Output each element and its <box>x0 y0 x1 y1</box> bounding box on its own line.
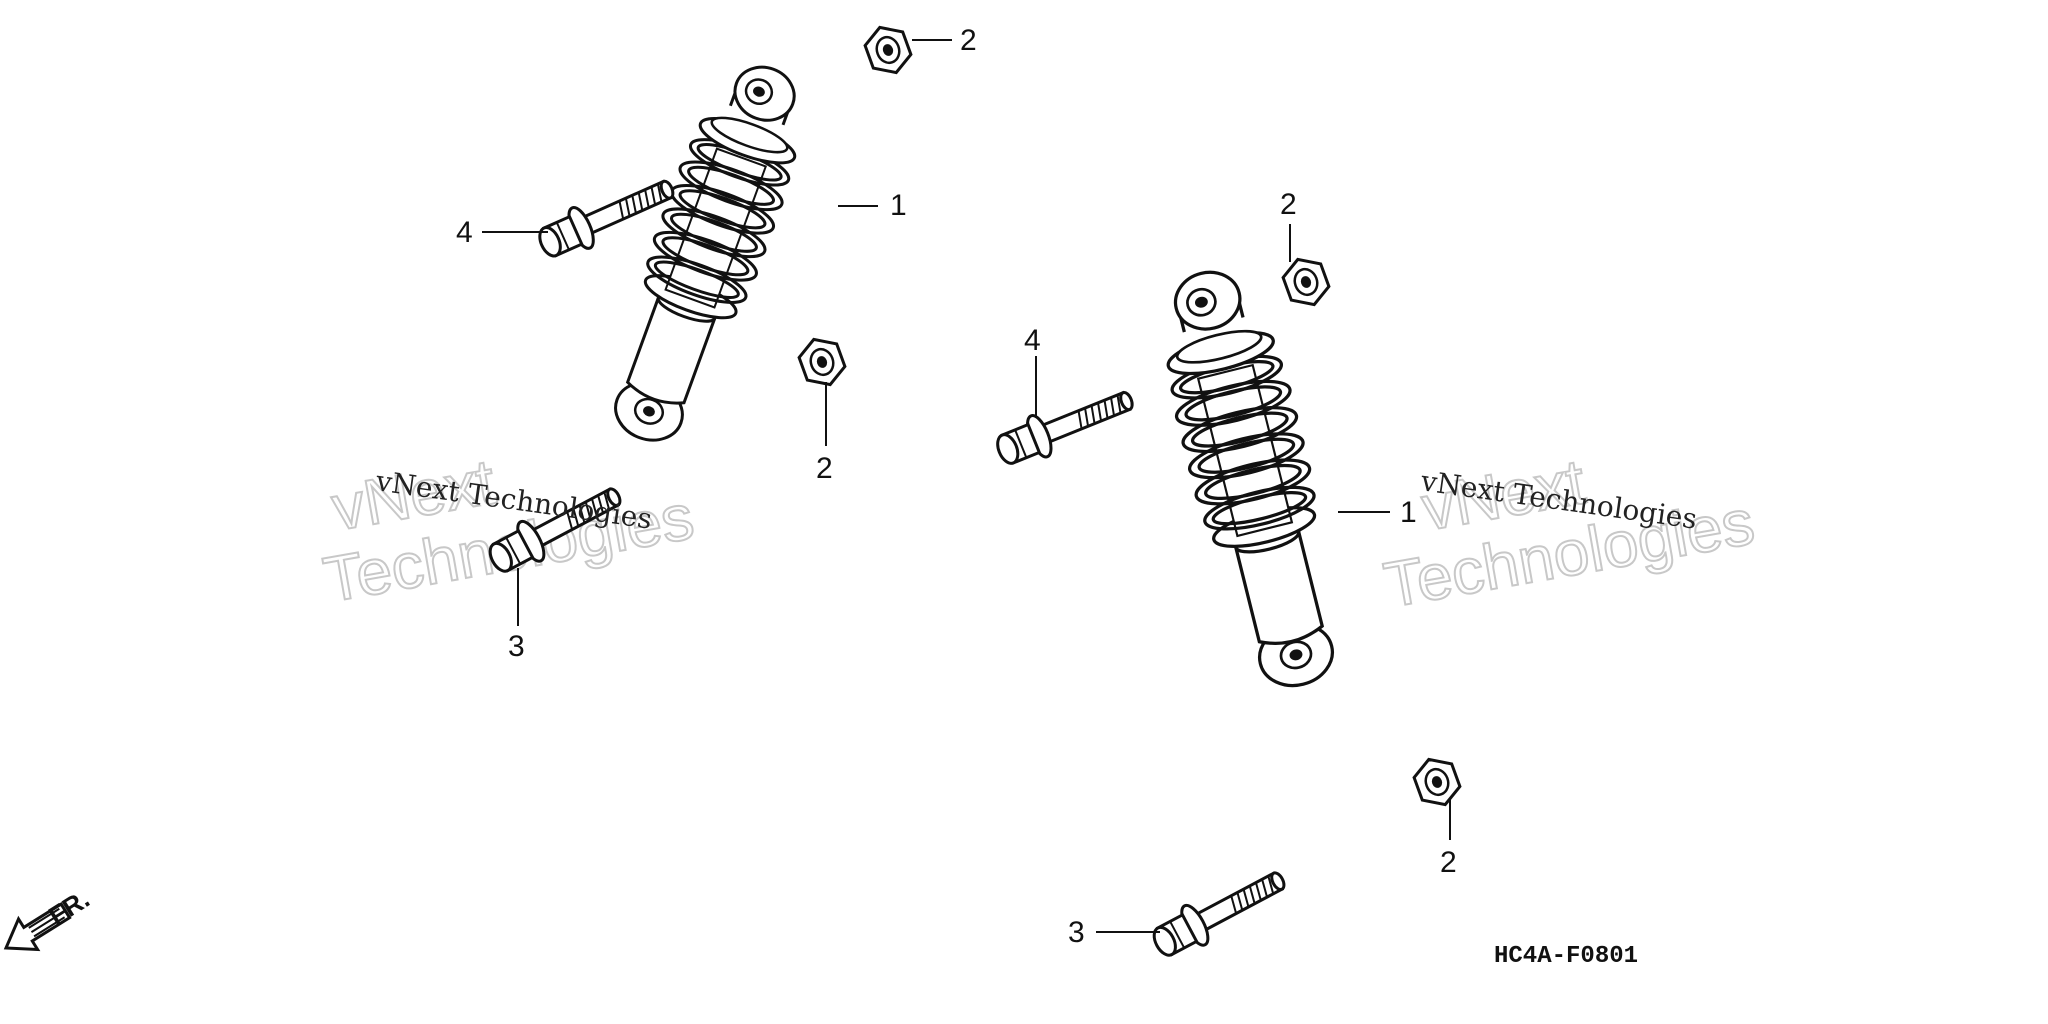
callout-right-shock: 1 <box>1400 496 1417 529</box>
callout-nut-mid-left: 2 <box>816 452 833 485</box>
callout-nut-top-right: 2 <box>1280 188 1297 221</box>
callout-nut-top-left: 2 <box>960 24 977 57</box>
callout-bolt-left-lower: 3 <box>508 630 525 663</box>
nut-bottom-right <box>1408 751 1466 813</box>
bolt-right-upper <box>989 377 1141 475</box>
bolt-right-lower <box>1145 857 1295 967</box>
front-direction-arrow-icon <box>3 902 72 952</box>
callout-left-shock: 1 <box>890 189 907 222</box>
right-shock-absorber <box>1142 257 1362 700</box>
callout-nut-bottom-right: 2 <box>1440 846 1457 879</box>
left-shock-absorber <box>587 49 826 458</box>
callout-bolt-left-upper: 4 <box>456 216 473 249</box>
nut-top-right <box>1277 251 1335 313</box>
leader-lines <box>482 39 1451 933</box>
diagram-code: HC4A-F0801 <box>1494 943 1638 970</box>
bolt-left-upper <box>531 166 683 268</box>
callout-bolt-right-lower: 3 <box>1068 916 1085 949</box>
nut-mid-left <box>793 331 851 393</box>
nut-top-left <box>859 19 917 81</box>
callout-bolt-right-upper: 4 <box>1024 324 1041 357</box>
